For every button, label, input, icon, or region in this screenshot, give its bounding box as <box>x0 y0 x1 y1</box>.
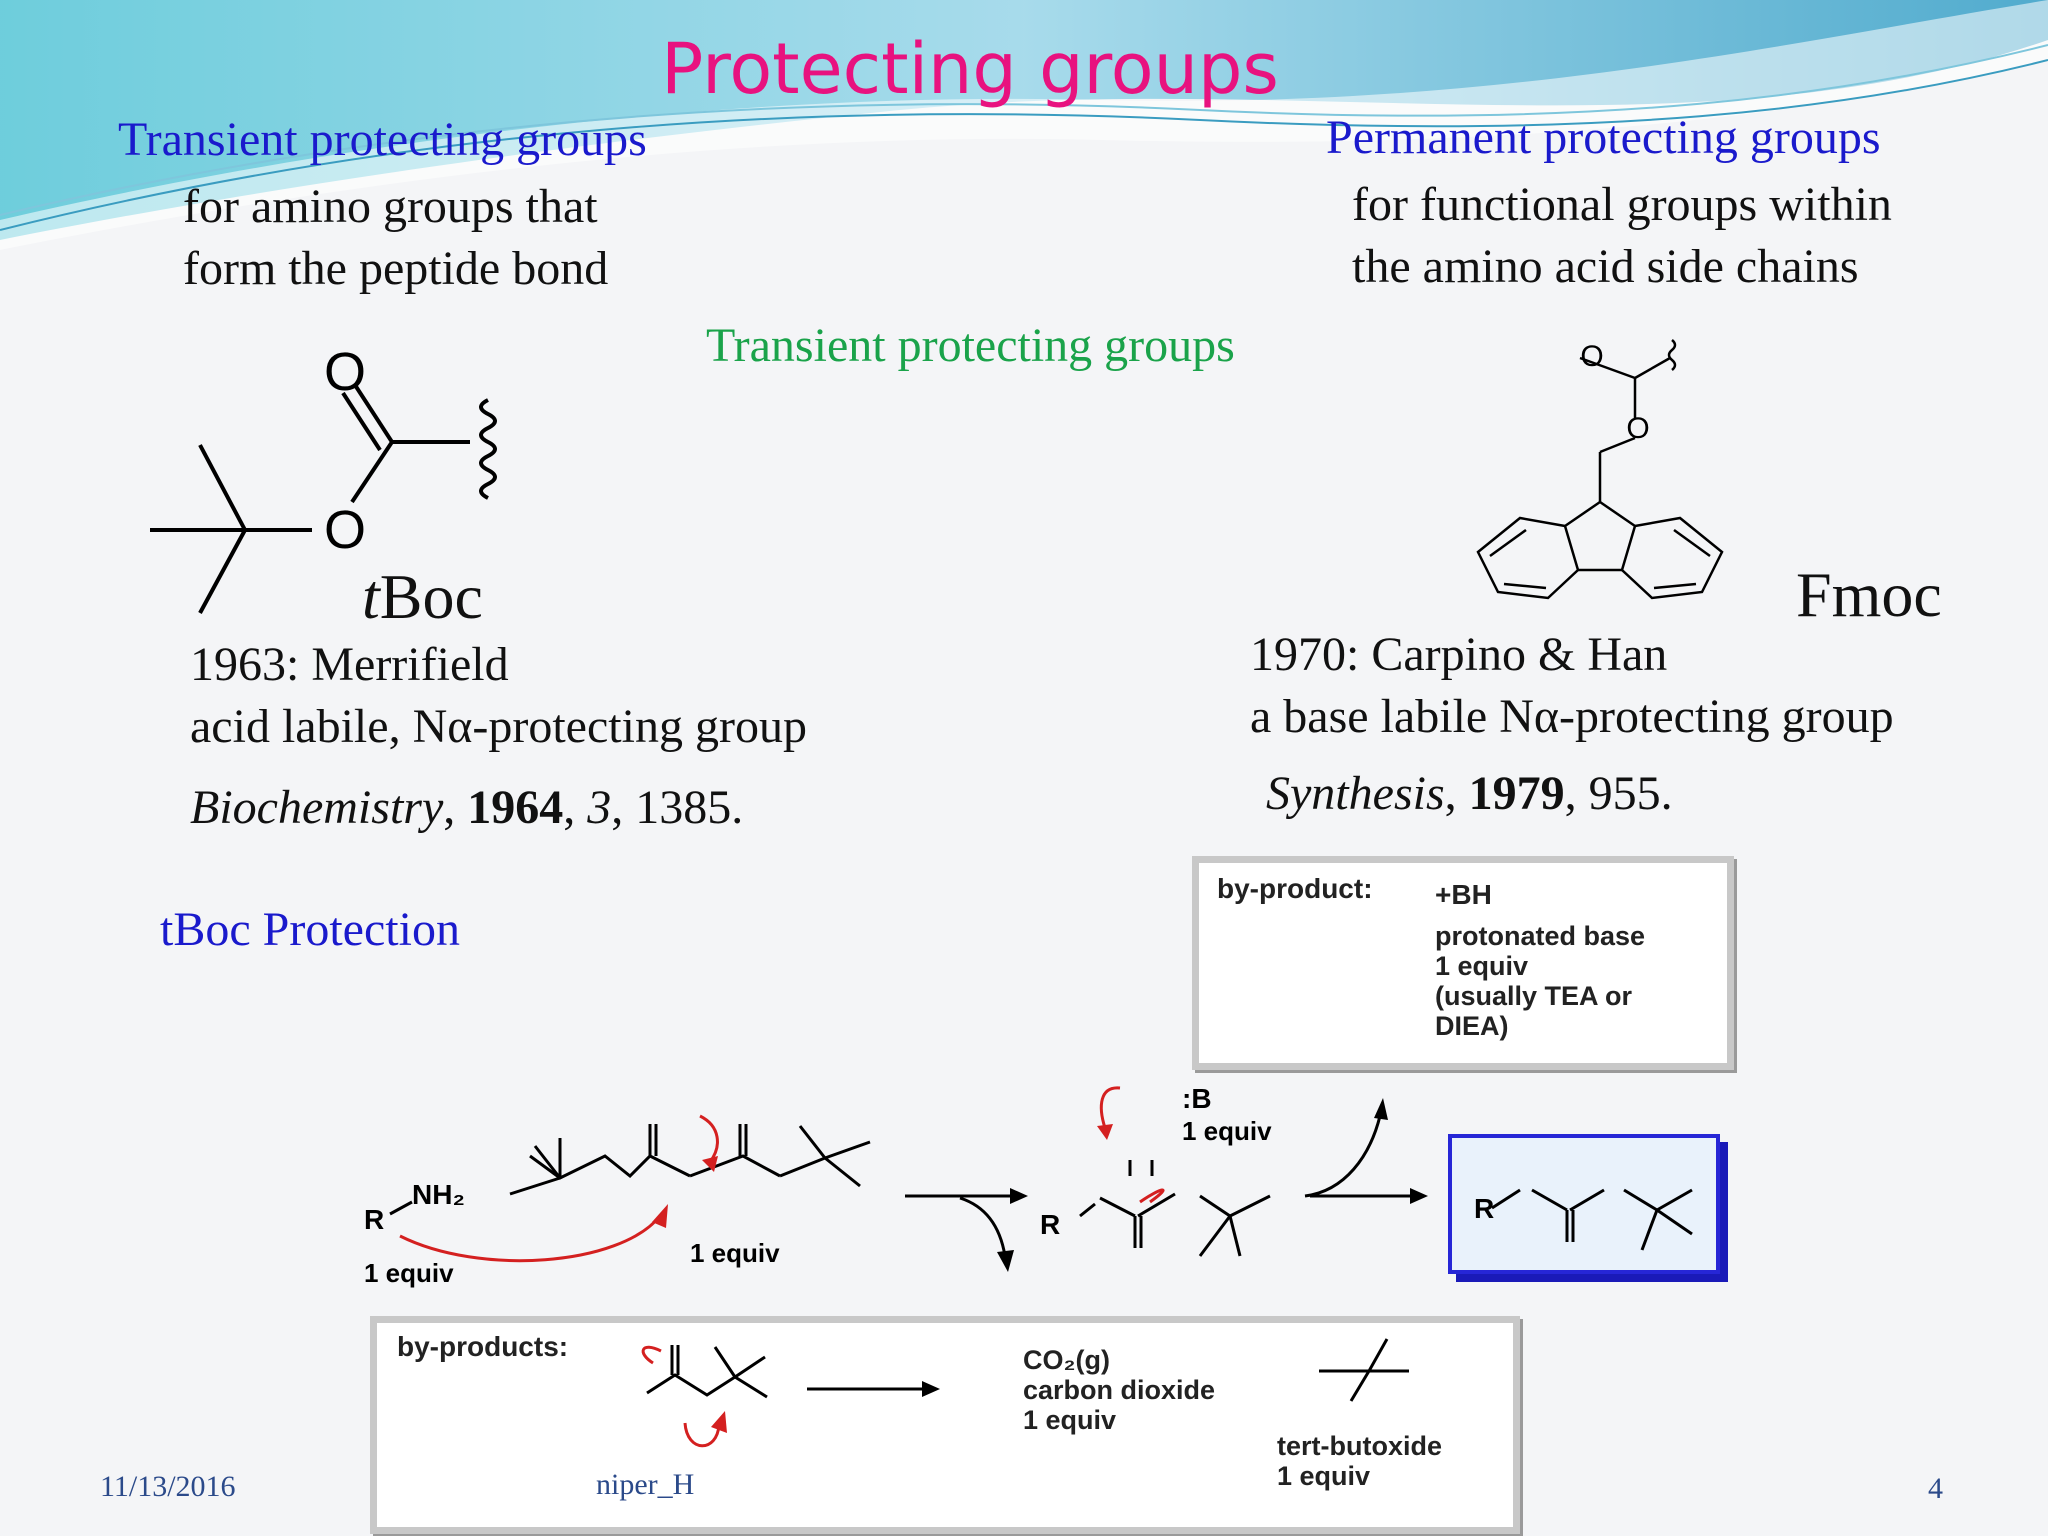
co2-block: CO₂(g) carbon dioxide 1 equiv <box>1023 1345 1215 1435</box>
product-structure: R <box>1474 1188 1693 1251</box>
tboc-atom-o-ester: O <box>324 500 366 560</box>
fmoc-description: a base labile Nα-protecting group <box>1250 690 1894 743</box>
byproduct-top-line-1: protonated base <box>1435 921 1646 951</box>
fmoc-ref-journal: Synthesis <box>1266 767 1445 820</box>
reaction-scheme: R NH₂ 1 equiv 1 equiv :B 1 equiv R <box>364 1083 1428 1288</box>
base-label: :B <box>1182 1083 1212 1114</box>
co2-equiv: 1 equiv <box>1023 1405 1117 1435</box>
tboc-atom-o-top: O <box>324 342 366 402</box>
fmoc-ref-year: 1979 <box>1468 767 1565 820</box>
footer-date: 11/13/2016 <box>100 1470 236 1503</box>
slide-title: Protecting groups <box>661 28 1279 110</box>
tboc-label: tBoc <box>362 560 483 634</box>
tboc-label-t: t <box>362 561 380 632</box>
left-heading: Transient protecting groups <box>118 113 647 166</box>
right-heading: Permanent protecting groups <box>1326 111 1881 164</box>
right-desc-line-2: the amino acid side chains <box>1352 240 1859 293</box>
byproduct-top-line-3: (usually TEA or <box>1435 981 1633 1011</box>
tboc-year: 1963: Merrifield <box>190 638 509 691</box>
byproducts-bottom-structures <box>641 1345 940 1448</box>
byproduct-top-line-4: DIEA) <box>1435 1011 1509 1041</box>
product-box: R <box>1448 1134 1720 1274</box>
fmoc-label: Fmoc <box>1796 559 1942 630</box>
tboc-ref-year: 1964 <box>467 781 564 834</box>
scheme-heading: tBoc Protection <box>160 903 460 956</box>
byproduct-top-line-2: 1 equiv <box>1435 951 1529 981</box>
byproduct-top-description: protonated base 1 equiv (usually TEA or … <box>1435 921 1645 1041</box>
tert-butoxide-block: tert-butoxide 1 equiv <box>1277 1431 1442 1491</box>
fmoc-ref-page: , 955. <box>1564 767 1673 820</box>
byproduct-top-ion: +BH <box>1435 879 1492 910</box>
amine-equiv: 1 equiv <box>364 1258 454 1288</box>
co2-name: carbon dioxide <box>1023 1375 1216 1405</box>
byproducts-bottom-box: by-products: CO₂(g) carbon dioxide 1 equ… <box>370 1316 1520 1534</box>
tboc-ref-volume: 3 <box>587 781 612 834</box>
tboc-structure: O O <box>150 342 497 614</box>
tert-butoxide-name: tert-butoxide <box>1277 1431 1442 1461</box>
boc2o-equiv: 1 equiv <box>690 1238 780 1268</box>
co2-formula: CO₂(g) <box>1023 1345 1110 1375</box>
tboc-ref-journal: Biochemistry <box>190 781 444 834</box>
fmoc-atom-o-ester: O <box>1626 412 1649 445</box>
footer-author: niper_H <box>596 1468 695 1501</box>
base-equiv: 1 equiv <box>1182 1116 1272 1146</box>
fmoc-atom-o-top: O <box>1580 340 1603 373</box>
product-r: R <box>1474 1193 1494 1224</box>
intermediate-r: R <box>1040 1209 1060 1240</box>
tert-butoxide-equiv: 1 equiv <box>1277 1461 1371 1491</box>
tert-butoxide-structure <box>1319 1338 1409 1402</box>
tboc-ref-page: , 1385. <box>611 781 744 834</box>
fmoc-structure: O O <box>1476 339 1724 600</box>
byproducts-bottom-label: by-products: <box>397 1331 569 1362</box>
tboc-label-boc: Boc <box>379 561 483 632</box>
fmoc-reference: Synthesis, 1979, 955. <box>1266 767 1673 820</box>
tboc-reference: Biochemistry, 1964, 3, 1385. <box>190 781 744 834</box>
left-desc-line-2: form the peptide bond <box>183 242 609 295</box>
right-desc-line-1: for functional groups within <box>1352 178 1892 231</box>
amine-r: R <box>364 1204 384 1235</box>
center-heading: Transient protecting groups <box>706 319 1235 372</box>
amine-nh2: NH₂ <box>412 1179 465 1210</box>
byproduct-top-label: by-product: <box>1217 873 1373 904</box>
left-desc-line-1: for amino groups that <box>183 180 598 233</box>
byproduct-top-box: by-product: +BH protonated base 1 equiv … <box>1192 856 1734 1070</box>
footer-page-number: 4 <box>1928 1472 1943 1505</box>
tboc-description: acid labile, Nα-protecting group <box>190 700 807 753</box>
fmoc-year: 1970: Carpino & Han <box>1250 628 1668 681</box>
